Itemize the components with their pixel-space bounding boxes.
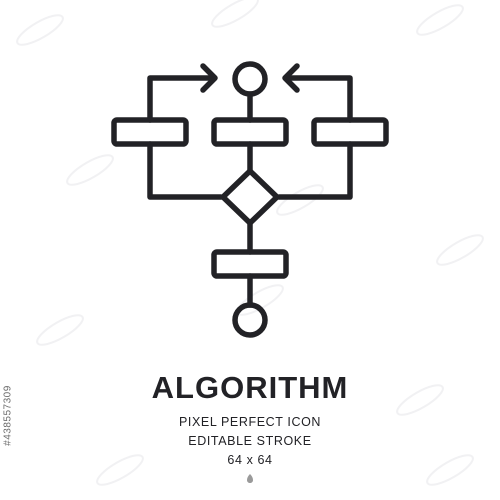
- left-to-decision-line: [147, 141, 224, 200]
- end-node-circle: [232, 302, 268, 338]
- decision-diamond: [220, 168, 280, 226]
- start-node-circle: [232, 61, 268, 97]
- pixel-perfect-label: PIXEL PERFECT ICON: [178, 415, 322, 429]
- algorithm-flowchart-icon: [111, 61, 389, 338]
- left-loop-line: [147, 75, 216, 123]
- stock-id-label: #438557309: [2, 385, 14, 446]
- left-process-box: [111, 117, 189, 147]
- size-label: 64 x 64: [227, 453, 273, 467]
- right-process-box: [311, 117, 389, 147]
- right-loop-line: [284, 75, 353, 123]
- editable-stroke-label: EDITABLE STROKE: [188, 434, 312, 448]
- center-process-box: [211, 117, 289, 147]
- right-to-decision-line: [276, 141, 353, 200]
- left-arrow-icon: [200, 63, 218, 93]
- right-arrow-icon: [282, 63, 300, 93]
- icon-title: ALGORITHM: [151, 370, 349, 405]
- lower-process-box: [211, 249, 289, 279]
- stock-logo-icon: [247, 474, 253, 483]
